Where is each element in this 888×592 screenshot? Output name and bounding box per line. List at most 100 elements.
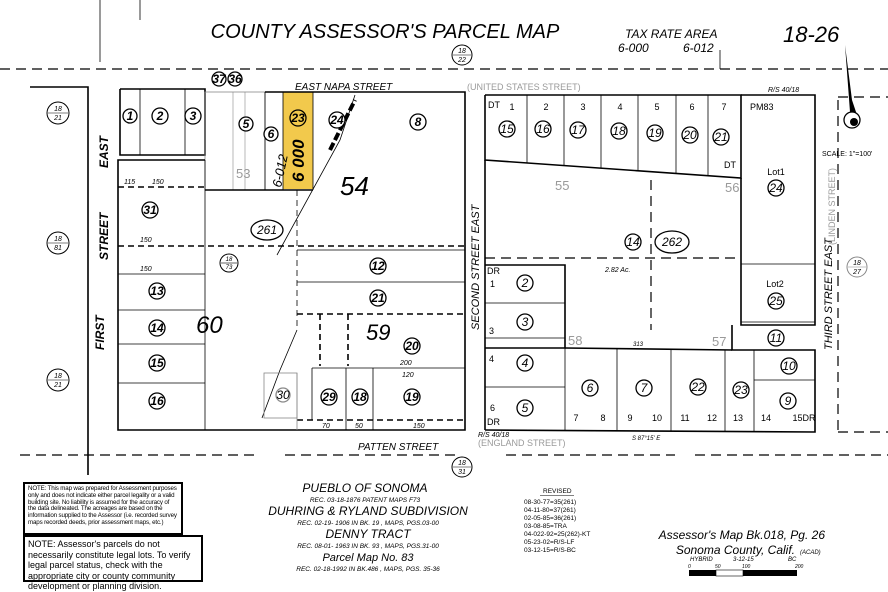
parcel-36[interactable]: 36 [227, 71, 243, 87]
svg-text:23: 23 [290, 111, 305, 125]
parcel-29[interactable]: 29 [320, 388, 338, 406]
date: 3-12-15 [733, 557, 754, 563]
svg-text:50: 50 [715, 564, 721, 570]
street-england: (ENGLAND STREET) [478, 438, 566, 448]
highlighted-parcel[interactable] [283, 92, 313, 189]
parcel-r4[interactable]: 4 [516, 354, 534, 372]
parcel-19[interactable]: 19 [403, 388, 421, 406]
block-boundary-left [117, 91, 466, 431]
parcel-2[interactable]: 2 [151, 107, 169, 125]
scale-ticks: 0 50 100 200 [688, 564, 804, 570]
parcel-21[interactable]: 21 [369, 289, 387, 307]
lot1-label: Lot1 [767, 167, 785, 177]
svg-text:17: 17 [571, 123, 586, 137]
parcel-20[interactable]: 20 [403, 337, 421, 355]
svg-text:21: 21 [713, 130, 727, 144]
parcel-14[interactable]: 14 [148, 319, 166, 337]
parcel-r3[interactable]: 3 [516, 313, 534, 331]
lot2-label: Lot2 [766, 279, 784, 289]
book-page: Assessor's Map Bk.018, Pg. 26 [658, 528, 826, 542]
parcel-18[interactable]: 18 [351, 388, 369, 406]
tra-6-000: 6 000 [289, 139, 308, 182]
parcel-r7[interactable]: 7 [635, 379, 653, 397]
parcel-16[interactable]: 16 [148, 392, 166, 410]
parcel-r11[interactable]: 11 [767, 329, 785, 347]
parcel-5[interactable]: 5 [238, 116, 254, 132]
svg-text:2: 2 [521, 276, 529, 290]
svg-text:2: 2 [156, 109, 164, 123]
parcel-r6[interactable]: 6 [581, 379, 599, 397]
svg-text:02-05-85=36(261): 02-05-85=36(261) [524, 515, 576, 522]
parcel-r20[interactable]: 20 [681, 126, 699, 144]
tax-rate-area-1: 6-000 [618, 41, 649, 55]
note-assessment: NOTE: This map was prepared for Assessme… [23, 482, 183, 535]
parcel-12[interactable]: 12 [369, 257, 387, 275]
svg-text:18: 18 [458, 48, 466, 55]
parcel-23[interactable]: 23 [289, 109, 307, 127]
svg-text:1: 1 [127, 109, 134, 123]
parcel-r15[interactable]: 15 [498, 120, 516, 138]
svg-text:6: 6 [268, 127, 275, 141]
svg-text:29: 29 [321, 390, 336, 404]
svg-text:24: 24 [329, 113, 344, 127]
map-title: COUNTY ASSESSOR'S PARCEL MAP [211, 21, 560, 43]
parcel-24[interactable]: 24 [328, 111, 346, 129]
parcel-8[interactable]: 8 [409, 113, 427, 131]
tax-rate-area-label: TAX RATE AREA [625, 27, 717, 41]
dim-150-a: 150 [140, 237, 152, 244]
parcel-r23[interactable]: 23 [732, 381, 750, 399]
county: Sonoma County, Calif. [676, 543, 795, 557]
svg-text:20: 20 [404, 339, 419, 353]
svg-text:20: 20 [682, 128, 697, 142]
parcel-r9[interactable]: 9 [779, 392, 797, 410]
svg-text:19: 19 [648, 126, 662, 140]
parcel-r21[interactable]: 21 [712, 128, 730, 146]
parcel-r18[interactable]: 18 [610, 122, 628, 140]
parcel-6[interactable]: 6 [263, 126, 279, 142]
subdivision-1-rec: REC. 02-19- 1906 IN BK. 19 , MAPS, PGS.0… [297, 520, 439, 527]
parcel-r25[interactable]: 25 [767, 292, 785, 310]
svg-text:12: 12 [371, 259, 385, 273]
parcel-30[interactable]: 30 [275, 387, 291, 403]
parcel-r19[interactable]: 19 [646, 124, 664, 142]
dim-313: 313 [633, 342, 644, 348]
parcel-15[interactable]: 15 [148, 354, 166, 372]
tra-6-012: 6-012 [269, 152, 291, 188]
svg-text:13: 13 [150, 284, 164, 298]
block-57: 57 [712, 334, 726, 349]
svg-text:3: 3 [489, 326, 494, 336]
parcel-31[interactable]: 31 [141, 201, 159, 219]
parcel-1[interactable]: 1 [122, 108, 138, 124]
svg-text:6: 6 [587, 381, 594, 395]
dim-70: 70 [322, 423, 330, 430]
acad: (ACAD) [800, 550, 821, 556]
subdivision-0-rec: REC. 03-18-1876 PATENT MAPS F73 [310, 497, 421, 504]
parcel-r14[interactable]: 14 [624, 233, 642, 251]
parcel-r5[interactable]: 5 [516, 399, 534, 417]
parcel-37[interactable]: 37 [211, 71, 227, 87]
block-55: 55 [555, 178, 569, 193]
svg-text:1: 1 [509, 102, 514, 112]
parcel-r2[interactable]: 2 [516, 274, 534, 292]
parcel-r22[interactable]: 22 [689, 378, 707, 396]
parcel-r16[interactable]: 16 [534, 120, 552, 138]
initials: BC [788, 557, 797, 563]
parcel-r24[interactable]: 24 [767, 179, 785, 197]
parcel-r10[interactable]: 10 [780, 357, 798, 375]
parcel-13[interactable]: 13 [148, 282, 166, 300]
svg-text:7: 7 [573, 413, 578, 423]
subdivision-0-name: PUEBLO OF SONOMA [302, 481, 427, 495]
parcel-r17[interactable]: 17 [569, 121, 587, 139]
scale-bar [689, 569, 797, 577]
svg-text:6: 6 [689, 102, 694, 112]
parcel-3[interactable]: 3 [184, 107, 202, 125]
